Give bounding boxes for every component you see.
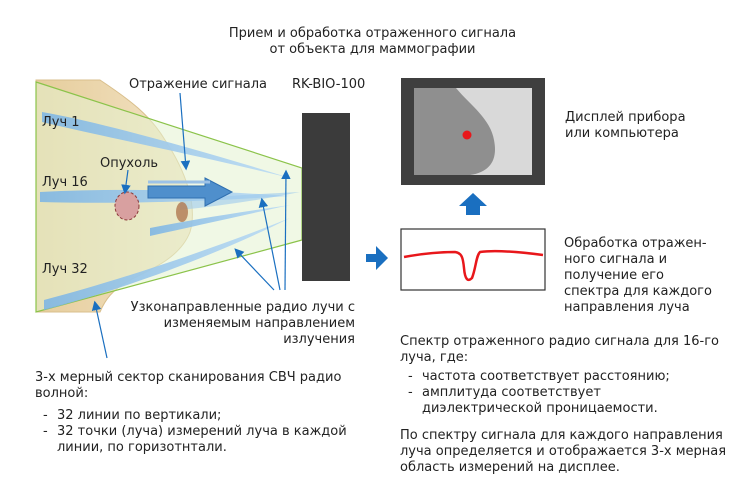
display-tumor-dot [462,130,472,140]
beam-32-label: Луч 32 [42,262,88,277]
list-item: 32 линии по вертикали; [35,408,375,424]
display-breast-image [456,88,532,175]
spectrum-box [400,228,546,291]
beam-1-label: Луч 1 [42,115,80,130]
tumor-label: Опухоль [100,156,159,171]
title-line-1: Прием и обработка отраженного сигнала [228,26,517,41]
device-rk-bio [302,113,350,281]
spectrum-curve [403,249,544,282]
reflection-arrow [147,177,234,207]
list-item: 32 точки (луча) измерений луча в каждойл… [35,424,375,456]
diagram-title: Прием и обработка отраженного сигнала от… [200,26,545,58]
spectrum-list: частота соответствует расстоянию; амплит… [400,369,745,417]
beam-1 [42,112,290,178]
beam-16-label: Луч 16 [42,175,88,190]
processing-label: Обработка отражен- ного сигнала и получе… [564,236,712,315]
reflection-label: Отражение сигнала [129,77,267,92]
narrow-beams-label: Узконаправленные радио лучи с изменяемым… [130,300,355,347]
tumor-shape [114,191,140,221]
scan-sector-list: 32 линии по вертикали; 32 точки (луча) и… [35,408,375,456]
display-label: Дисплей прибора или компьютера [565,110,686,141]
device-label: RK-BIO-100 [292,77,366,92]
title-line-2: от объекта для маммографии [269,42,476,57]
arrow-up-to-display [459,193,487,215]
spectrum-description: Спектр отраженного радио сигнала для 16-… [400,334,745,417]
beam-32 [44,218,290,310]
list-item: частота соответствует расстоянию; [400,369,745,385]
arrow-to-processing [366,246,388,270]
nipple [176,202,188,222]
scan-sector-description: 3-х мерный сектор сканирования СВЧ радио… [35,370,375,456]
conclusion-text: По спектру сигнала для каждого направлен… [400,428,727,475]
beam-lower [180,192,300,210]
